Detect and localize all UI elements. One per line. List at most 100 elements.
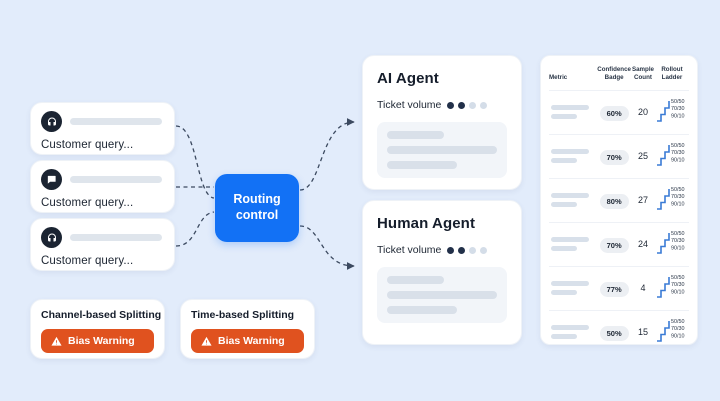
skeleton-bar bbox=[70, 176, 162, 183]
svg-text:70/30: 70/30 bbox=[671, 150, 685, 156]
sample-count-cell: 27 bbox=[637, 195, 648, 206]
query-card-row bbox=[41, 227, 164, 248]
query-card[interactable]: Customer query... bbox=[30, 102, 175, 155]
rollout-ladder-icon: 50/50 70/30 90/10 bbox=[655, 97, 689, 123]
skeleton-bar bbox=[387, 306, 458, 314]
human-agent-card[interactable]: Human Agent Ticket volume bbox=[362, 200, 522, 345]
rollout-ladder-cell: 50/50 70/30 90/10 bbox=[655, 178, 689, 222]
confidence-cell: 77% bbox=[597, 266, 631, 310]
rollout-ladder-icon: 50/50 70/30 90/10 bbox=[655, 185, 689, 211]
svg-text:50/50: 50/50 bbox=[671, 187, 685, 193]
skeleton-bar bbox=[551, 105, 589, 111]
ticket-volume-label: Ticket volume bbox=[377, 99, 442, 111]
skeleton-bar bbox=[387, 276, 445, 284]
query-card[interactable]: Customer query... bbox=[30, 218, 175, 271]
warning-triangle-icon bbox=[201, 336, 212, 346]
rollout-ladder-icon: 50/50 70/30 90/10 bbox=[655, 273, 689, 299]
routing-control-node[interactable]: Routing control bbox=[215, 174, 299, 242]
volume-dot-filled bbox=[458, 246, 466, 254]
bias-warning-label: Bias Warning bbox=[68, 335, 135, 347]
ticket-volume-dots bbox=[447, 246, 488, 254]
query-card[interactable]: Customer query... bbox=[30, 160, 175, 213]
skeleton-bar bbox=[551, 202, 577, 208]
skeleton-bar bbox=[551, 193, 589, 199]
ticket-volume-row: Ticket volume bbox=[377, 99, 507, 111]
table-row[interactable]: 60% 20 50/50 70/30 90/10 bbox=[549, 90, 689, 134]
table-row[interactable]: 50% 15 50/50 70/30 90/10 bbox=[549, 310, 689, 354]
channel-based-splitting-card[interactable]: Channel-based Splitting Bias Warning bbox=[30, 299, 165, 359]
ticket-volume-dots bbox=[447, 101, 488, 109]
svg-text:50/50: 50/50 bbox=[671, 99, 685, 105]
query-card-text: Customer query... bbox=[41, 139, 134, 151]
metric-cell bbox=[549, 90, 597, 134]
skeleton-bar bbox=[551, 149, 589, 155]
confidence-badge: 70% bbox=[599, 150, 629, 166]
table-row[interactable]: 77% 4 50/50 70/30 90/10 bbox=[549, 266, 689, 310]
metric-cell bbox=[549, 222, 597, 266]
svg-text:50/50: 50/50 bbox=[671, 319, 685, 325]
ticket-volume-label: Ticket volume bbox=[377, 244, 442, 256]
skeleton-bar bbox=[387, 161, 458, 169]
skeleton-bar bbox=[551, 334, 577, 340]
query-card-row bbox=[41, 111, 164, 132]
sample-count-cell: 20 bbox=[637, 107, 648, 118]
time-based-splitting-card[interactable]: Time-based Splitting Bias Warning bbox=[180, 299, 315, 359]
svg-text:90/10: 90/10 bbox=[671, 289, 685, 295]
ai-agent-placeholder-body bbox=[377, 122, 507, 178]
svg-text:90/10: 90/10 bbox=[671, 157, 685, 163]
rollout-ladder-icon: 50/50 70/30 90/10 bbox=[655, 317, 689, 343]
rollout-ladder-icon: 50/50 70/30 90/10 bbox=[655, 141, 689, 167]
svg-text:70/30: 70/30 bbox=[671, 106, 685, 112]
column-header-metric: Metric bbox=[549, 74, 568, 82]
table-row[interactable]: 70% 25 50/50 70/30 90/10 bbox=[549, 134, 689, 178]
bias-warning-badge[interactable]: Bias Warning bbox=[41, 329, 154, 353]
sample-count-cell: 25 bbox=[637, 151, 648, 162]
rollout-ladder-cell: 50/50 70/30 90/10 bbox=[655, 222, 689, 266]
bias-warning-badge[interactable]: Bias Warning bbox=[191, 329, 304, 353]
warning-triangle-icon bbox=[51, 336, 62, 346]
svg-text:70/30: 70/30 bbox=[671, 194, 685, 200]
rollout-ladder-cell: 50/50 70/30 90/10 bbox=[655, 90, 689, 134]
volume-dot-filled bbox=[458, 101, 466, 109]
confidence-badge: 77% bbox=[599, 282, 629, 298]
svg-text:50/50: 50/50 bbox=[671, 143, 685, 149]
confidence-badge: 60% bbox=[599, 106, 629, 122]
sample-count-cell: 4 bbox=[640, 283, 646, 294]
confidence-badge: 70% bbox=[599, 238, 629, 254]
skeleton-bar bbox=[387, 291, 497, 299]
table-row[interactable]: 70% 24 50/50 70/30 90/10 bbox=[549, 222, 689, 266]
table-row[interactable]: 80% 27 50/50 70/30 90/10 bbox=[549, 178, 689, 222]
rollout-ladder-cell: 50/50 70/30 90/10 bbox=[655, 310, 689, 354]
bias-card-title: Channel-based Splitting bbox=[41, 309, 162, 321]
ticket-volume-row: Ticket volume bbox=[377, 244, 507, 256]
confidence-badge: 80% bbox=[599, 194, 629, 210]
svg-text:90/10: 90/10 bbox=[671, 113, 685, 119]
metric-cell bbox=[549, 310, 597, 354]
headset-icon bbox=[41, 111, 62, 132]
skeleton-bar bbox=[551, 281, 589, 287]
skeleton-bar bbox=[551, 325, 589, 331]
confidence-badge: 50% bbox=[599, 326, 629, 342]
ai-agent-card[interactable]: AI Agent Ticket volume bbox=[362, 55, 522, 190]
bias-warning-label: Bias Warning bbox=[218, 335, 285, 347]
sample-count-cell: 15 bbox=[637, 327, 648, 338]
query-card-text: Customer query... bbox=[41, 255, 134, 267]
column-header-rollout: Rollout Ladder bbox=[661, 66, 683, 82]
volume-dot-empty bbox=[480, 246, 488, 254]
volume-dot-empty bbox=[469, 101, 477, 109]
chat-bubble-icon bbox=[41, 169, 62, 190]
svg-text:70/30: 70/30 bbox=[671, 238, 685, 244]
headset-icon bbox=[41, 227, 62, 248]
volume-dot-empty bbox=[469, 246, 477, 254]
svg-text:50/50: 50/50 bbox=[671, 275, 685, 281]
confidence-cell: 60% bbox=[597, 90, 631, 134]
skeleton-bar bbox=[387, 146, 497, 154]
rollout-ladder-icon: 50/50 70/30 90/10 bbox=[655, 229, 689, 255]
table-header-row: Metric Confidence Badge Sample Count Rol… bbox=[549, 66, 689, 90]
svg-text:90/10: 90/10 bbox=[671, 201, 685, 207]
skeleton-bar bbox=[551, 290, 577, 296]
metrics-table-body: 60% 20 50/50 70/30 90/10 70% 25 bbox=[549, 90, 689, 354]
skeleton-bar bbox=[551, 158, 577, 164]
bias-card-title: Time-based Splitting bbox=[191, 309, 295, 321]
